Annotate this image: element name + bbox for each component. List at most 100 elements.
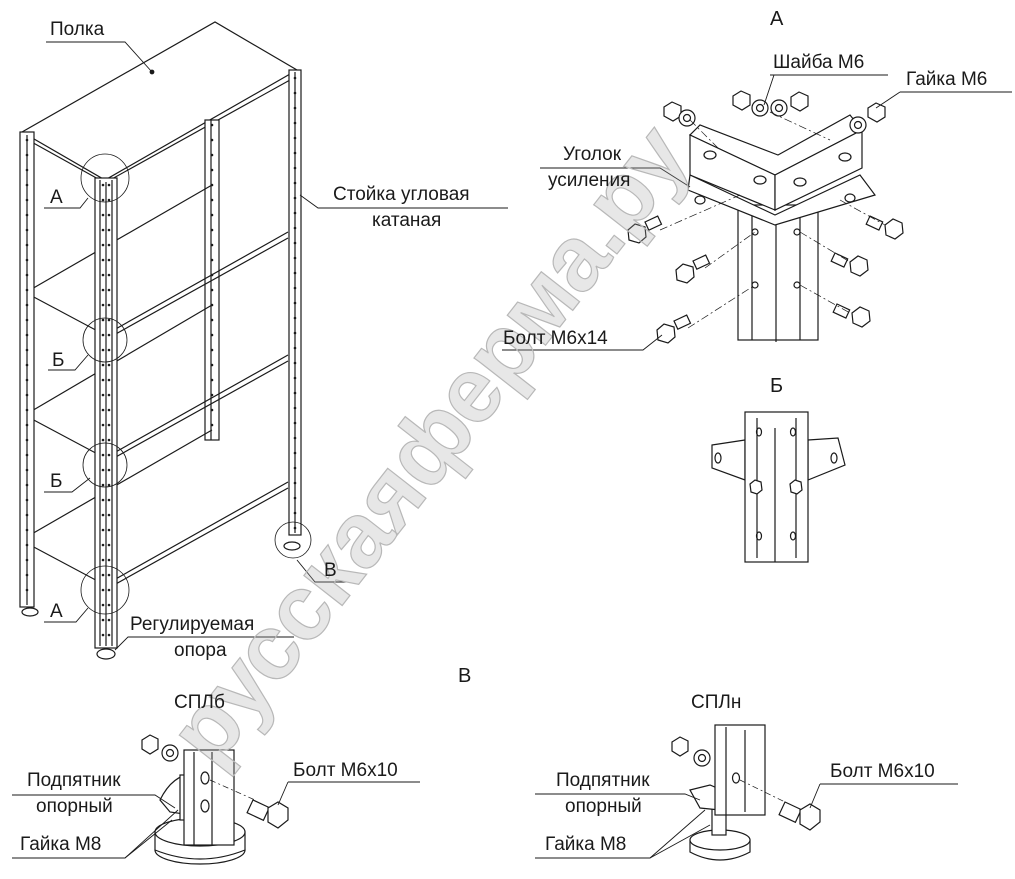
post-hole xyxy=(210,183,214,187)
post-hole xyxy=(101,273,105,277)
splb-label-pad-line2: опорный xyxy=(36,796,113,817)
post-hole xyxy=(101,453,105,457)
post-hole xyxy=(210,213,214,217)
post-holes xyxy=(25,76,297,637)
post-hole xyxy=(293,436,297,440)
post-hole xyxy=(25,333,29,337)
post-hole xyxy=(293,316,297,320)
post-hole xyxy=(25,453,29,457)
post-hole xyxy=(293,211,297,215)
post-hole xyxy=(101,408,105,412)
post-hole xyxy=(25,258,29,262)
post-hole xyxy=(101,378,105,382)
post-left xyxy=(19,131,35,608)
post-hole xyxy=(293,496,297,500)
post-hole xyxy=(107,543,111,547)
label-shelf: Полка xyxy=(50,19,105,40)
post-hole xyxy=(293,301,297,305)
post-hole xyxy=(107,318,111,322)
post-hole xyxy=(25,573,29,577)
shelf-4 xyxy=(29,429,289,591)
detail-v-spln-drawing xyxy=(535,724,958,861)
post-hole xyxy=(293,451,297,455)
post-hole xyxy=(293,151,297,155)
post-hole xyxy=(101,213,105,217)
post-hole xyxy=(101,348,105,352)
post-hole xyxy=(25,168,29,172)
post-hole xyxy=(107,468,111,472)
post-hole xyxy=(101,228,105,232)
post-hole xyxy=(25,408,29,412)
foot-left xyxy=(21,607,39,617)
post-hole xyxy=(25,483,29,487)
post-hole xyxy=(293,106,297,110)
label-post-line2: катаная xyxy=(372,210,442,231)
post-hole xyxy=(210,303,214,307)
post-hole xyxy=(107,288,111,292)
post-hole xyxy=(293,256,297,260)
spln-label-nut-m8: Гайка М8 xyxy=(545,834,627,855)
spln-label-pad-line1: Подпятник xyxy=(556,770,650,791)
callout-circle-v xyxy=(274,521,312,559)
post-hole xyxy=(107,303,111,307)
post-hole xyxy=(107,438,111,442)
post-hole xyxy=(25,543,29,547)
post-hole xyxy=(293,361,297,365)
post-hole xyxy=(293,346,297,350)
bolts xyxy=(627,215,904,344)
post-hole xyxy=(107,588,111,592)
post-hole xyxy=(25,288,29,292)
post-hole xyxy=(101,543,105,547)
post-hole xyxy=(25,183,29,187)
splb-label-pad-line1: Подпятник xyxy=(27,770,121,791)
post-hole xyxy=(107,528,111,532)
detail-b-title: Б xyxy=(770,375,784,397)
callout-a-top: А xyxy=(50,187,63,208)
post-hole xyxy=(107,183,111,187)
post-hole xyxy=(210,363,214,367)
post-hole xyxy=(293,91,297,95)
post-hole xyxy=(107,633,111,637)
leader-dot xyxy=(149,69,155,75)
post-hole xyxy=(101,243,105,247)
detail-a-post xyxy=(737,204,819,341)
post-hole xyxy=(25,498,29,502)
post-hole xyxy=(293,406,297,410)
post-hole xyxy=(293,331,297,335)
foot-front xyxy=(96,648,116,660)
callout-b-upper: Б xyxy=(52,350,65,371)
post-hole xyxy=(25,198,29,202)
post-hole xyxy=(293,121,297,125)
post-hole xyxy=(293,421,297,425)
post-hole xyxy=(25,348,29,352)
post-hole xyxy=(293,271,297,275)
post-hole xyxy=(101,258,105,262)
post-hole xyxy=(25,588,29,592)
post-hole xyxy=(210,273,214,277)
callout-a-bottom: А xyxy=(50,601,63,622)
post-hole xyxy=(107,603,111,607)
post-hole xyxy=(101,573,105,577)
post-hole xyxy=(293,181,297,185)
label-foot-line1: Регулируемая xyxy=(130,614,255,635)
post-hole xyxy=(107,498,111,502)
nuts-washers xyxy=(663,90,886,134)
post-hole xyxy=(293,376,297,380)
post-hole xyxy=(25,363,29,367)
post-hole xyxy=(107,618,111,622)
axis-lines xyxy=(659,111,886,329)
label-bolt-m6x14: Болт М6х14 xyxy=(503,328,608,349)
detail-a-leaders xyxy=(502,74,1012,351)
foot-right xyxy=(283,541,301,551)
detail-b-drawing xyxy=(711,411,846,563)
post-hole xyxy=(25,273,29,277)
post-hole xyxy=(210,258,214,262)
post-hole xyxy=(25,423,29,427)
detail-a-title: А xyxy=(770,8,784,30)
top-shelf-edge xyxy=(109,79,291,181)
label-post-line1: Стойка угловая xyxy=(333,184,470,205)
post-hole xyxy=(293,241,297,245)
leader-lines xyxy=(44,41,508,651)
post-hole xyxy=(25,138,29,142)
post-hole xyxy=(101,618,105,622)
